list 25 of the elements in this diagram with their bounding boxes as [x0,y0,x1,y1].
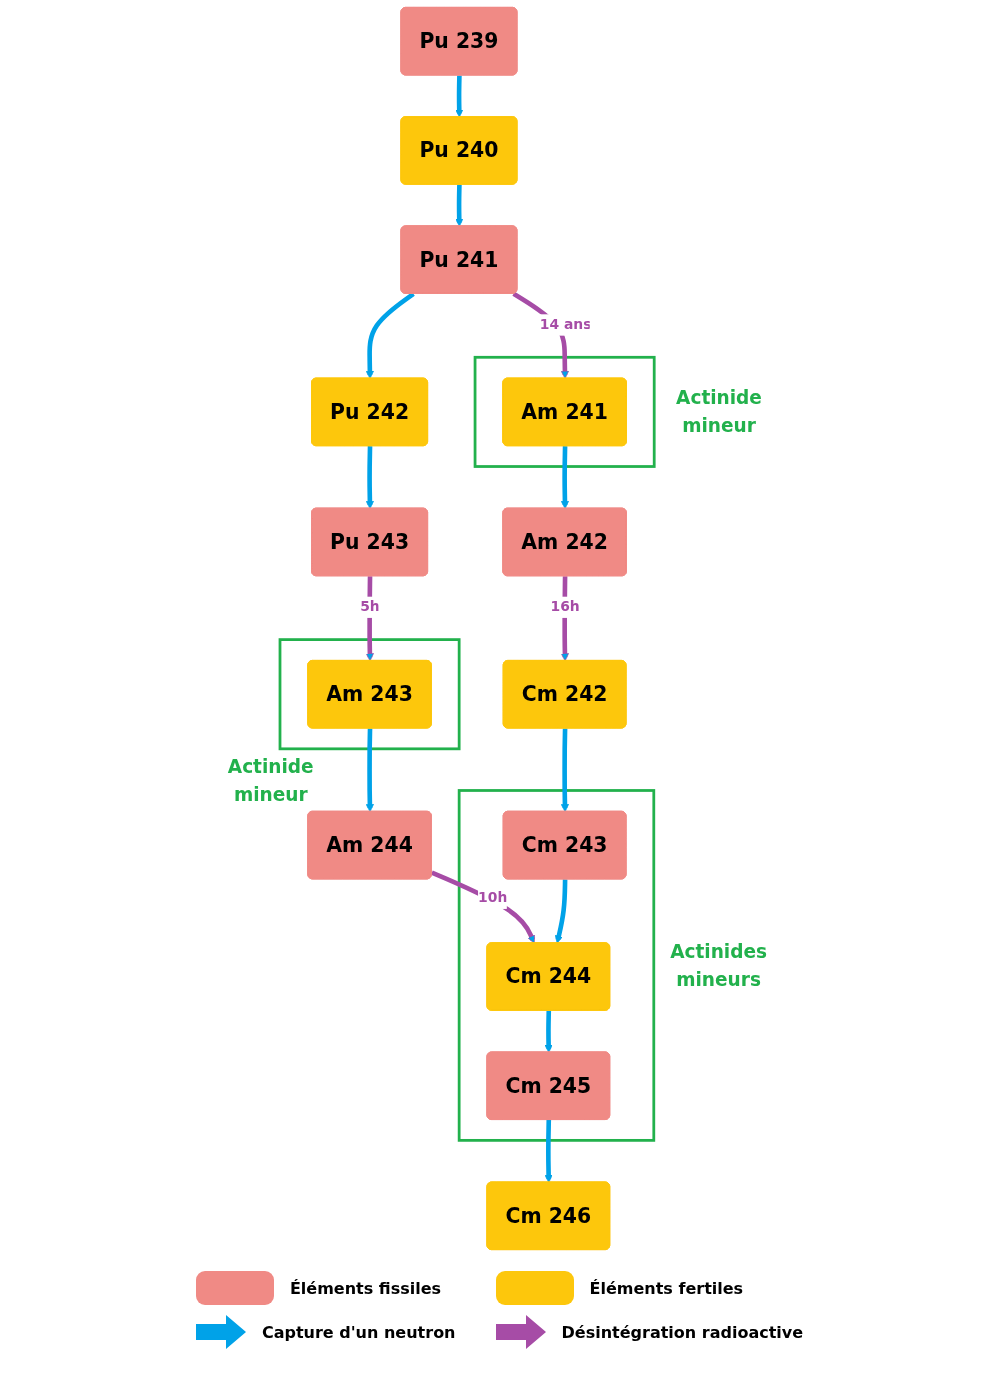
arrow [554,879,568,944]
node-label: Actinide mineur [676,386,762,437]
cluster [457,789,656,1142]
legend-label: Éléments fissiles [289,1278,442,1298]
node-label: Actinide mineur [227,755,314,806]
edge-label: 10h [478,889,508,907]
legend-label: Désintégration radioactive [561,1322,804,1342]
arrow [455,75,464,118]
cluster [473,355,656,468]
arrow [544,1010,553,1053]
cluster [278,638,461,751]
arrow [560,728,569,813]
arrow [365,292,415,379]
arrow [365,446,374,509]
arrow [365,728,374,813]
edge-label: 16h [550,598,580,616]
legend-label: Capture d'un neutron [261,1322,456,1342]
arrow [455,184,464,227]
node-label: Actinides mineurs [670,940,768,991]
arrow [560,446,569,509]
arrow [430,870,536,944]
legend-label: Éléments fertiles [589,1278,744,1298]
arrow [365,576,374,662]
edge-label: 5h [360,598,380,616]
arrow [544,1119,553,1183]
